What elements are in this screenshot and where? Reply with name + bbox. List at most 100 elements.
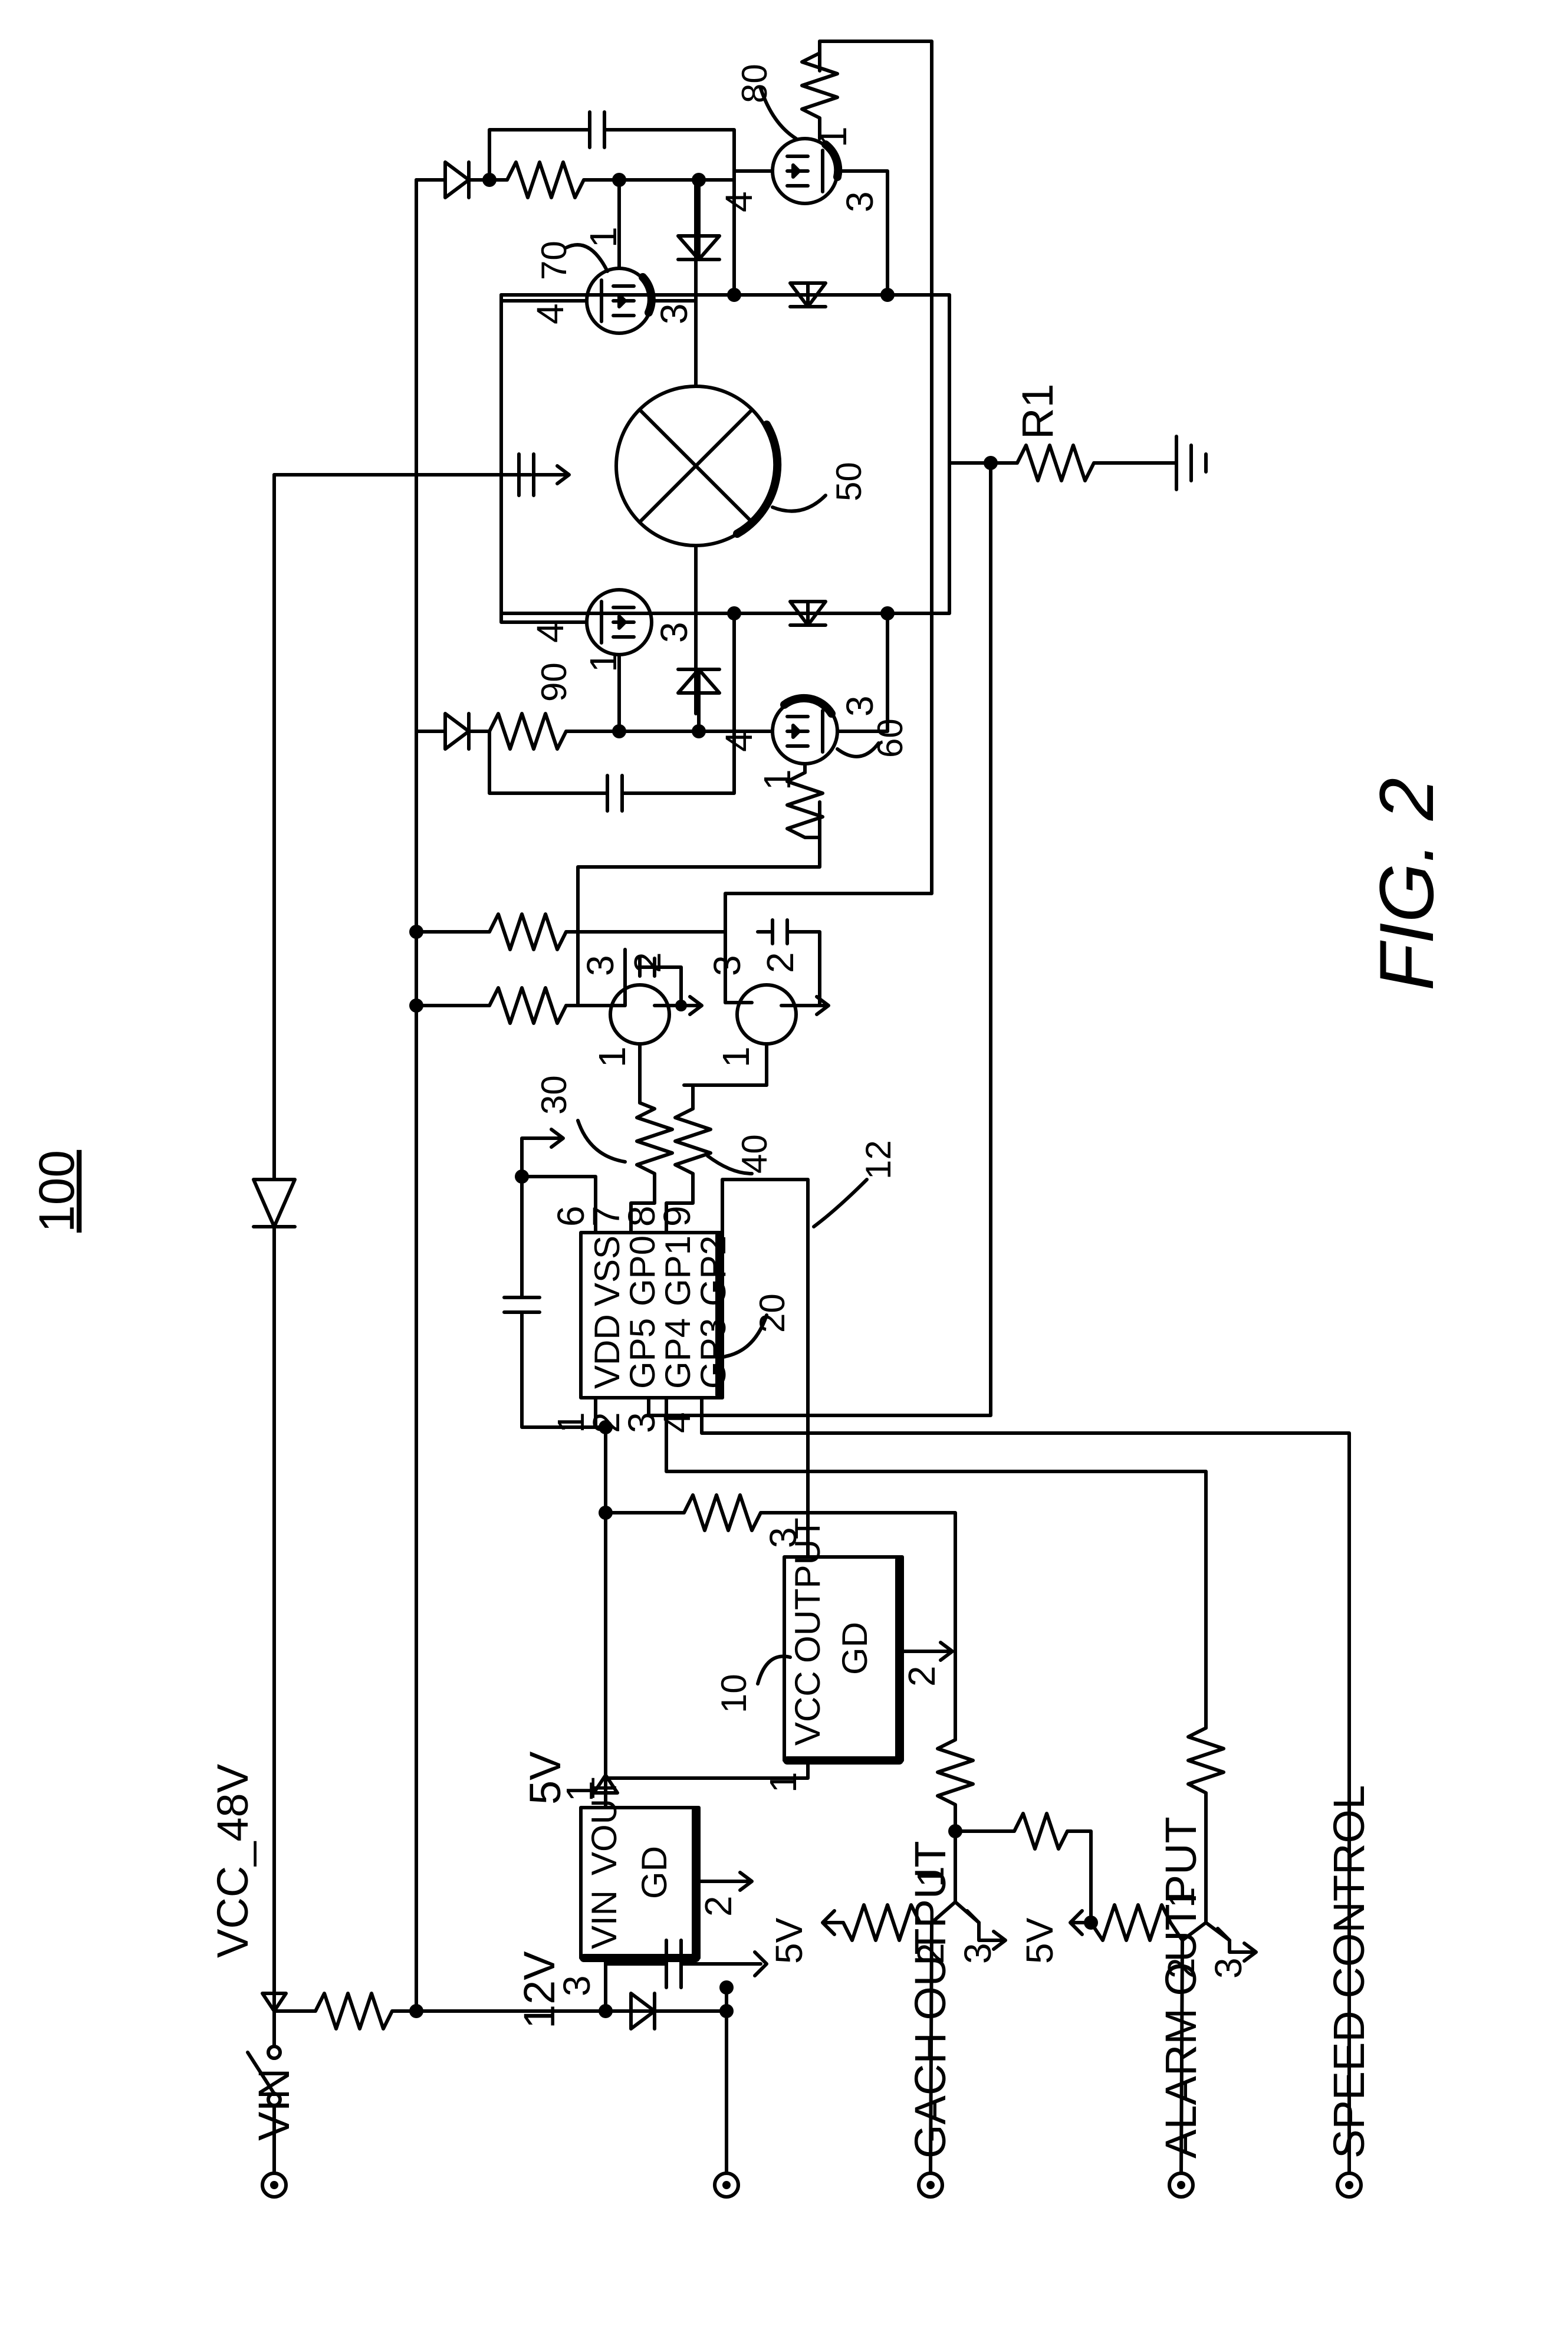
mosfet-60-p4: 4: [718, 731, 760, 752]
mosfet-80-p4: 4: [718, 191, 760, 212]
zener-diode: [604, 1992, 728, 2031]
junction-node: [482, 173, 497, 187]
mcu-ref-leader: [724, 1313, 768, 1358]
mosfet-70: [585, 267, 656, 335]
upper-npn-p3: 3: [579, 955, 622, 976]
regulator-ground-wire: [697, 1871, 754, 1892]
mosfet-90: [585, 588, 653, 656]
hall-ic-pin2-label: 2: [900, 1665, 943, 1687]
mosfet-80-source: [836, 169, 889, 297]
mosfet-80: [771, 137, 843, 205]
hall-ic-ground-wire: [900, 1641, 954, 1662]
motor-ref: 50: [829, 462, 869, 501]
upper-collector-resistor: [415, 986, 580, 1025]
mcu-gp3-label: GP3: [693, 1318, 733, 1389]
mosfet-90-p3: 3: [653, 622, 695, 643]
12v-label: 12V: [515, 1951, 564, 2029]
mosfet-80-gate-resistor: [800, 40, 839, 140]
junction-node: [1084, 1916, 1098, 1930]
hall-ic-ref-leader: [756, 1654, 792, 1686]
gach-pullup-resistor: [821, 1903, 933, 1942]
mosfet-90-p4: 4: [529, 622, 571, 643]
gach-transistor-p3: 3: [956, 1943, 999, 1964]
mosfet-60-drain: [732, 612, 774, 733]
alarm-pullup-5v: 5V: [1018, 1917, 1061, 1964]
hall-ic-ref: 10: [714, 1674, 754, 1713]
terminal-vin[interactable]: [261, 2171, 288, 2199]
junction-node: [612, 724, 626, 738]
motor-ref-leader: [771, 494, 827, 513]
gach-ground-wire: [977, 1921, 1007, 1951]
mcu-gp0-label: GP0: [623, 1236, 662, 1306]
gp3-r1-wire: [647, 461, 992, 1417]
lower-npn-p1: 1: [715, 1046, 757, 1067]
5v-arrow: [592, 1773, 619, 1795]
mosfet-60-gate-resistor: [785, 762, 824, 839]
gach-to-alarm-link: [954, 1812, 1093, 1924]
figure-reference: 100: [29, 1150, 84, 1233]
lower-collector-resistor: [415, 912, 727, 1004]
mosfet-90-drain: [499, 612, 589, 624]
mosfet-70-drain: [499, 293, 589, 303]
upper-npn-p1: 1: [591, 1046, 633, 1067]
hall-ic-pin1-label: 1: [762, 1772, 804, 1793]
upper-npn-p2: 2: [626, 952, 669, 973]
regulator-vin-label: VIN: [584, 1890, 624, 1949]
supply-diode: [252, 473, 532, 2013]
mosfet-70-leader: [564, 243, 609, 273]
hall-ic-gd-label: GD: [835, 1622, 875, 1675]
input-switch: [246, 2009, 282, 2175]
hall-ic-supply-wire: [604, 1759, 810, 1780]
mosfet-80-p3: 3: [839, 191, 881, 212]
alarm-pullup-resistor: [1069, 1903, 1184, 1942]
motor-50: [614, 385, 782, 547]
voltage-regulator: [579, 1806, 701, 1962]
board-ref: 12: [859, 1140, 898, 1180]
bridge-diode-lower: [788, 600, 827, 627]
mosfet-80-drain: [732, 169, 774, 297]
mcu-gp1-label: GP1: [658, 1236, 698, 1306]
freewheel-diode-90: [676, 668, 721, 695]
regulator-pin3-label: 3: [555, 1975, 598, 1996]
mcu-pin9-label: 9: [656, 1205, 698, 1227]
mosfet-60-ref: 60: [870, 718, 910, 758]
mcu-vss-label: VSS: [587, 1236, 627, 1306]
terminal-ground-input[interactable]: [713, 2171, 740, 2199]
gach-transistor-p2: 2: [909, 1943, 952, 1964]
5v-label: 5V: [521, 1751, 570, 1805]
terminal-speed-control[interactable]: [1336, 2171, 1363, 2199]
mosfet-60-source: [836, 612, 889, 733]
resistor-40-leader: [706, 1154, 754, 1175]
mcu-pin2-label: 2: [585, 1412, 627, 1433]
mcu-ref: 20: [752, 1293, 792, 1333]
shunt-resistor-r1: [989, 435, 1208, 491]
resistor-30-ref: 30: [534, 1075, 574, 1115]
lower-npn-p3: 3: [706, 955, 748, 976]
base-resistor-30: [629, 1101, 674, 1234]
resistor-30-leader: [576, 1119, 627, 1164]
alarm-ground-wire: [1228, 1939, 1258, 1963]
alarm-transistor-p1: 1: [1160, 1887, 1202, 1908]
terminal-gach-output[interactable]: [917, 2171, 944, 2199]
bridge-diode-upper: [788, 281, 827, 308]
junction-node: [612, 173, 626, 187]
microcontroller: [579, 1231, 724, 1399]
lower-npn-transistor: [682, 983, 830, 1087]
board-outline: [721, 1178, 810, 1559]
alarm-transistor-p2: 2: [1160, 1957, 1202, 1979]
freewheel-diode-70: [676, 234, 721, 261]
mosfet-70-p4: 4: [529, 303, 571, 324]
mcu-pin7-label: 7: [585, 1205, 627, 1227]
hall-ic-vcc-label: VCC: [788, 1671, 827, 1746]
junction-node: [515, 1169, 529, 1184]
lower-collector-to-m80: [724, 40, 933, 934]
mcu-pin8-label: 8: [620, 1205, 663, 1227]
alarm-base-resistor: [1186, 1714, 1225, 1924]
mosfet-80-leader: [759, 87, 798, 140]
hall-sensor-ic: [783, 1555, 904, 1765]
gp4-alarm-wire: [665, 1396, 1208, 1718]
upper-npn-cap: [623, 948, 683, 1007]
terminal-alarm-output[interactable]: [1168, 2171, 1195, 2199]
mosfet-60-leader: [836, 741, 880, 758]
vcc-48v-label: VCC_48V: [208, 1763, 257, 1958]
